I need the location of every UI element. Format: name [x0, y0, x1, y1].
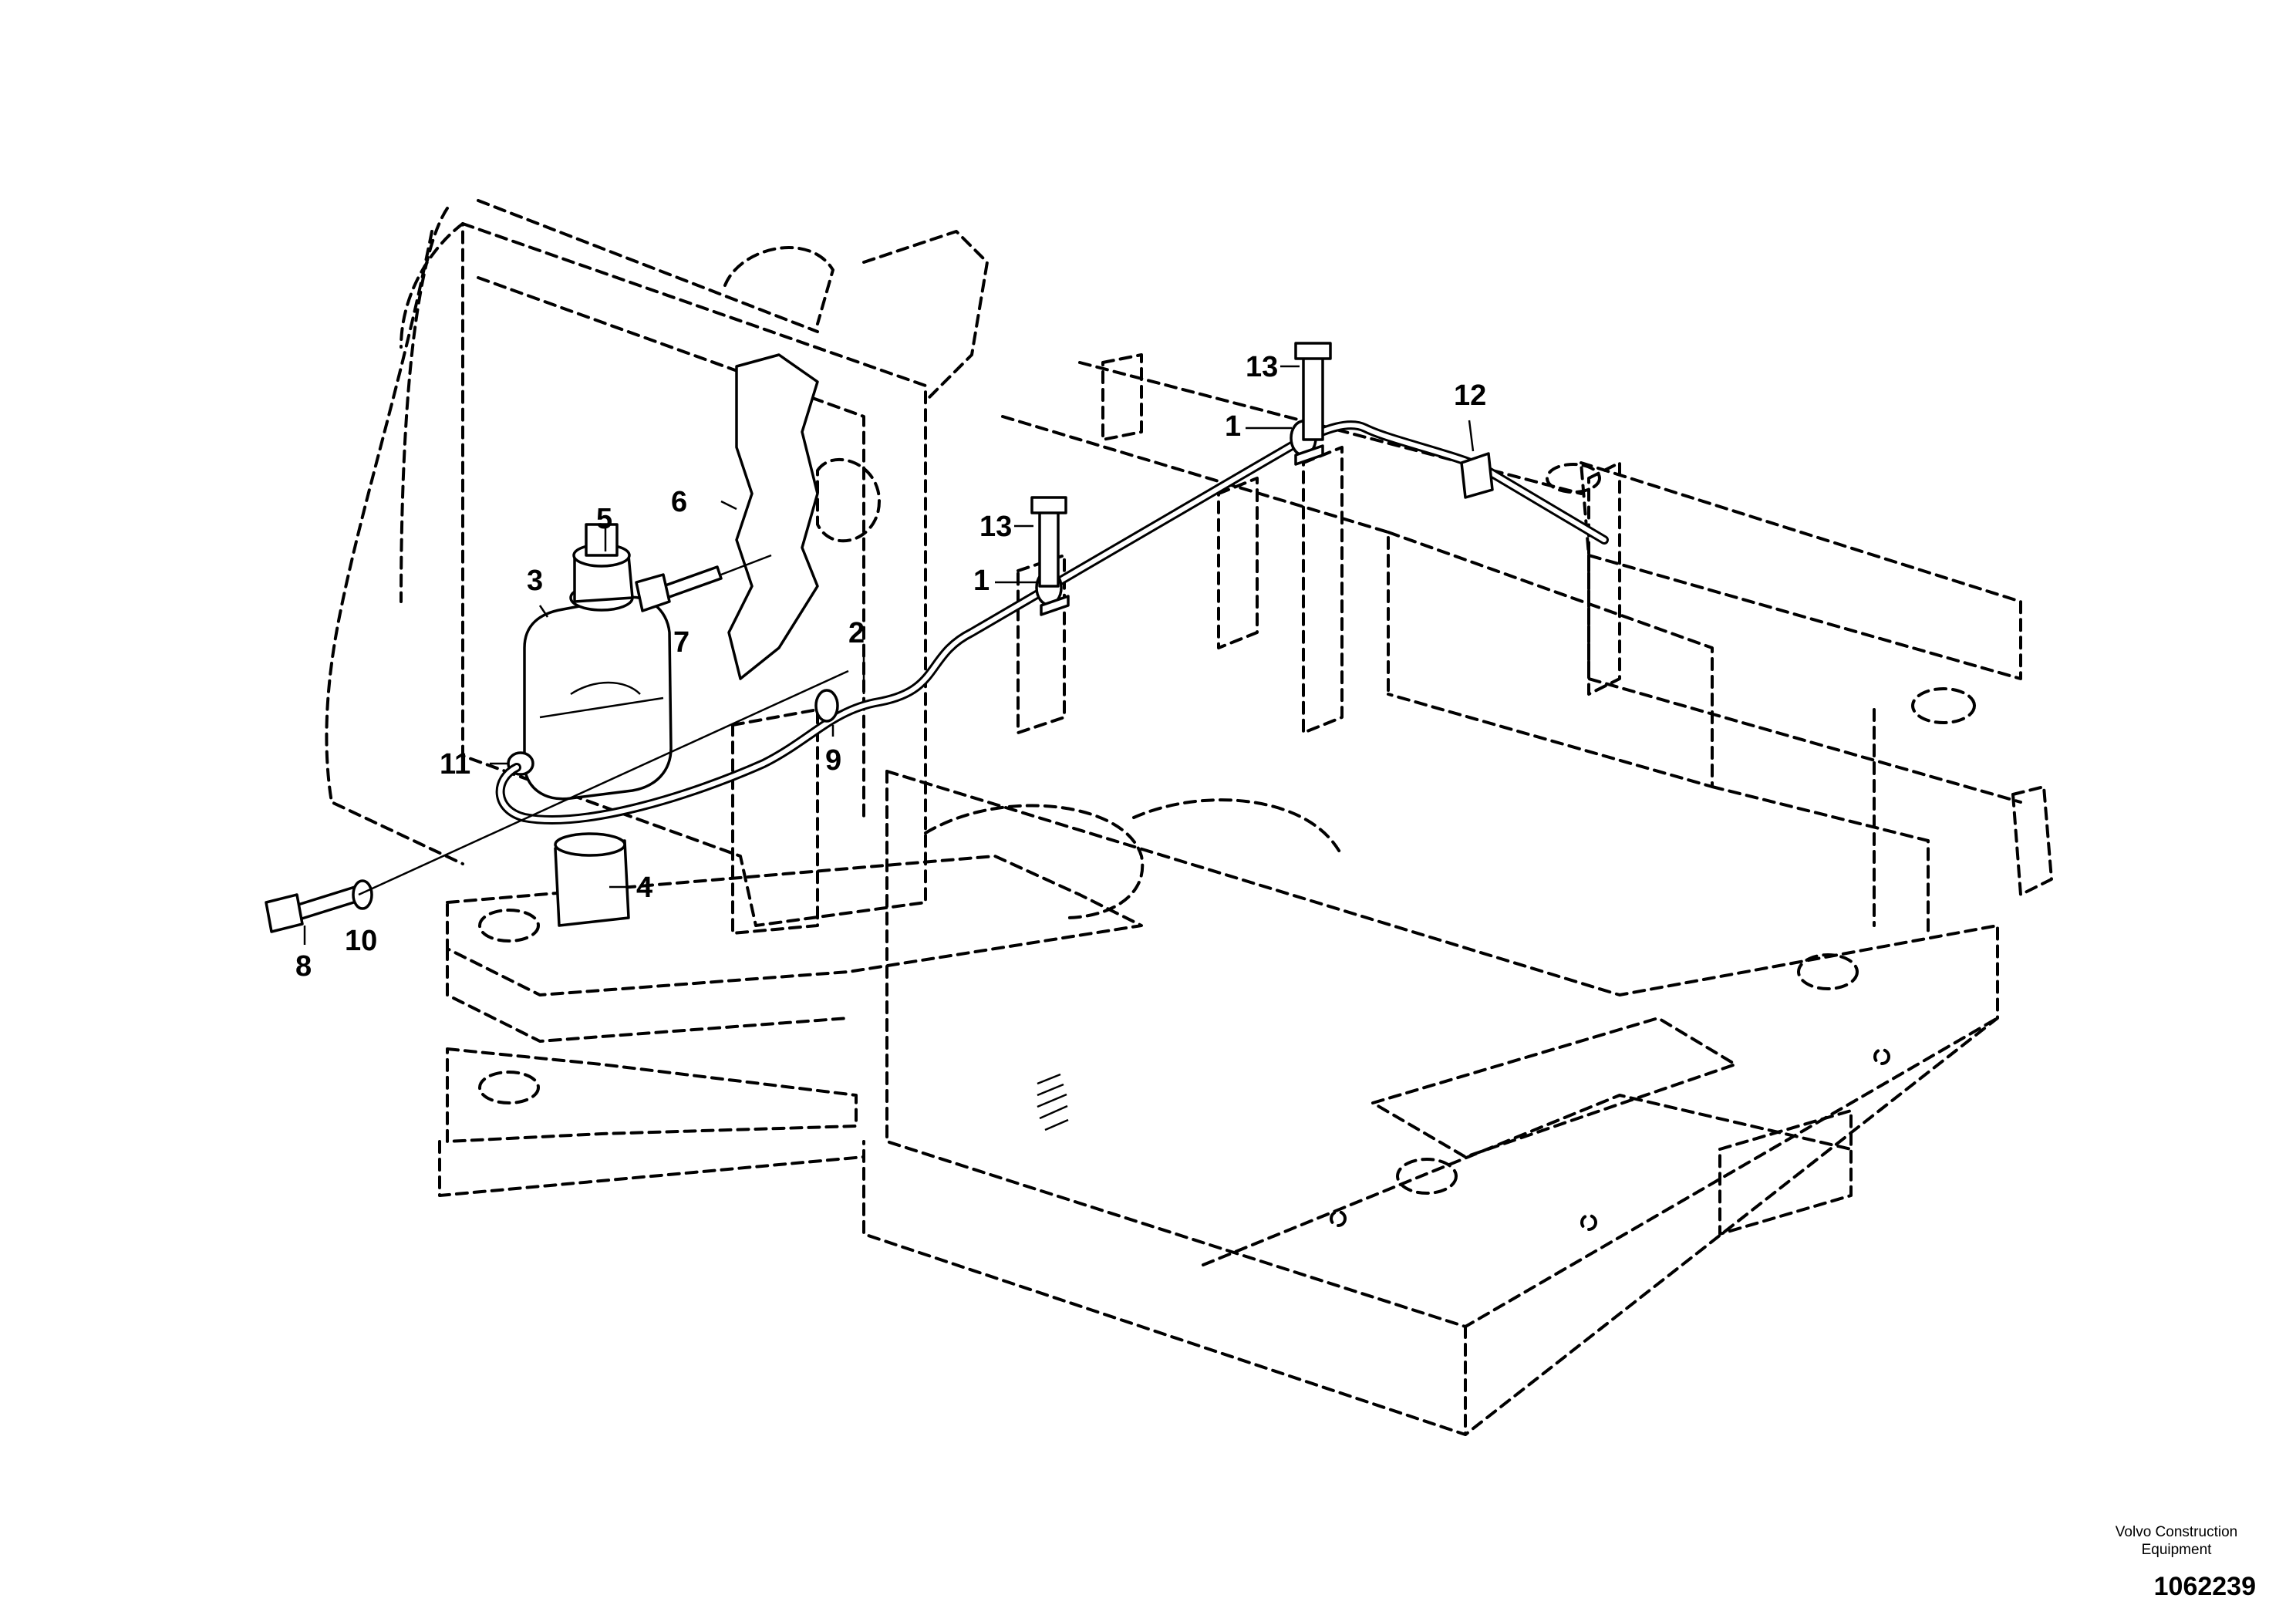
callout-5: 5: [596, 503, 612, 535]
callout-2: 2: [848, 617, 865, 649]
callout-1-lower: 1: [973, 565, 990, 597]
document-number: 1062239: [2153, 1572, 2256, 1601]
brand-line-1: Volvo Construction: [2115, 1524, 2238, 1540]
grommet-part-9: [814, 689, 839, 723]
bracket-part-6: [727, 353, 819, 680]
callout-12: 12: [1454, 379, 1486, 412]
callout-8: 8: [295, 950, 312, 983]
coolant-tank-part-3: [523, 595, 673, 801]
leader-lines: [303, 365, 1475, 945]
clamp-part-12: [1460, 452, 1494, 499]
callout-9: 9: [825, 744, 841, 777]
grille-icon: [1037, 1073, 1069, 1131]
callout-11: 11: [440, 748, 470, 781]
callout-10: 10: [345, 925, 377, 957]
bolt-part-7: [635, 565, 723, 612]
callout-7: 7: [673, 626, 689, 659]
filler-cap-part-5: [569, 523, 634, 612]
callout-13-upper: 13: [1246, 351, 1278, 383]
callout-4: 4: [636, 872, 652, 904]
bolt-part-13-lower: [1030, 496, 1067, 588]
callout-6: 6: [671, 486, 687, 518]
bolt-part-13-upper: [1294, 342, 1332, 441]
hose-part-2: [495, 420, 1609, 824]
brand-line-2: Equipment: [2141, 1542, 2212, 1558]
callout-labels: 13 12 1 13 1 6 5 3 7 2 9 11 4 8 10: [295, 351, 1486, 983]
brand-label: Volvo Construction Equipment: [2088, 1523, 2265, 1559]
float-part-4: [554, 832, 630, 927]
callout-1-upper: 1: [1225, 410, 1241, 443]
washer-part-10: [352, 879, 373, 910]
callout-3: 3: [527, 565, 543, 597]
callout-13-lower: 13: [979, 511, 1012, 543]
